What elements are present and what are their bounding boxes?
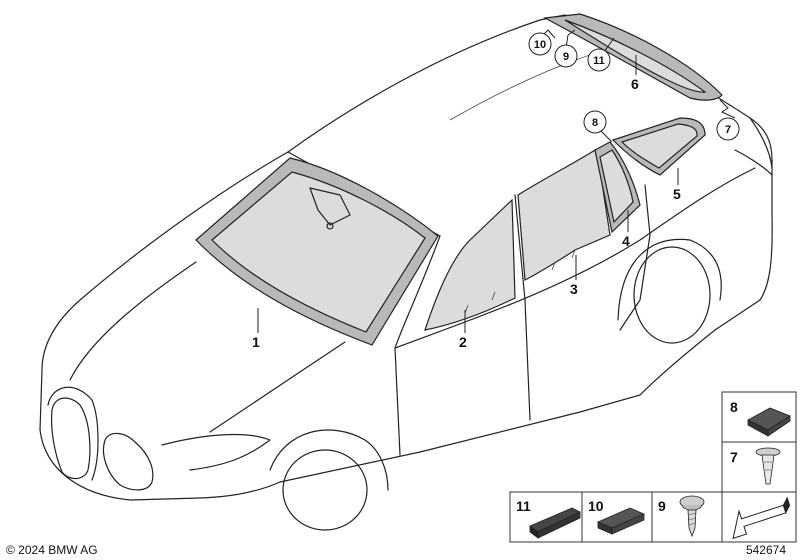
legend-number-11: 11 [516,498,531,514]
callout-8-circle [583,110,607,134]
legend-box-9: 9 [651,491,723,543]
callout-7-circle [716,117,740,141]
callout-9-circle [554,44,578,68]
legend-box-8: 8 [721,391,797,443]
callout-11-circle [587,48,611,72]
legend-box-arrow [721,491,797,543]
callout-9: 9 [563,51,569,63]
side-window-rear [611,117,706,176]
callout-leaders [257,29,736,333]
legend-box-10: 10 [581,491,653,543]
diagram-id: 542674 [746,543,786,557]
callout-10: 10 [534,39,546,51]
callout-10-circle [528,32,552,56]
callout-2: 2 [459,334,467,350]
adhesive-strip-icon [529,507,581,539]
screw-icon [679,495,705,538]
callout-1: 1 [252,334,260,350]
callout-8: 8 [592,117,598,129]
legend-number-8: 8 [730,399,738,415]
front-wheel [269,429,389,531]
callout-6: 6 [631,76,639,92]
copyright-text: © 2024 BMW AG [6,543,98,557]
rear-window [543,13,723,101]
rear-door-window [517,149,611,281]
foam-pad-icon [747,407,791,437]
legend-box-7: 7 [721,441,797,493]
arrow-icon [732,496,791,540]
legend-number-9: 9 [658,498,666,514]
pad-icon [596,507,646,535]
parts-legend: 8 7 11 [509,391,797,543]
legend-number-7: 7 [730,449,738,465]
callout-numbers: 1 2 3 4 5 6 7 8 9 10 11 [252,32,740,350]
legend-number-10: 10 [588,498,604,514]
kidney-grille [47,386,154,491]
rear-door-fixed-window [594,141,641,234]
callout-5: 5 [673,186,681,202]
clip-icon [755,447,781,485]
callout-7: 7 [725,124,731,136]
front-door-window [424,198,516,331]
callout-4: 4 [622,233,630,249]
callout-3: 3 [570,281,578,297]
windscreen-glass [195,157,439,346]
rear-wheel [617,238,722,344]
legend-box-11: 11 [509,491,583,543]
callout-11: 11 [593,55,605,67]
